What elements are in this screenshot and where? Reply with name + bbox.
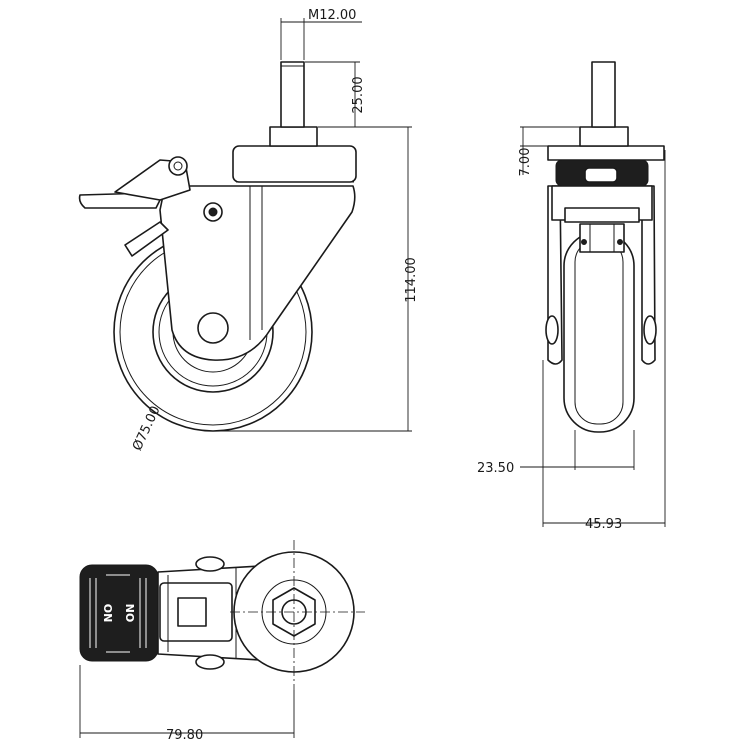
front-view-dimensions: 7.00 23.50 45.93	[477, 126, 666, 532]
top-view: ON ON	[79, 540, 365, 690]
front-view-top-plate	[547, 145, 665, 161]
front-view	[545, 61, 665, 433]
side-view-fork	[159, 185, 356, 361]
dim-overall-length: 79.80	[166, 728, 203, 743]
dim-wheel-diameter: Ø75.00	[130, 404, 164, 453]
side-view-top-plate	[232, 145, 357, 183]
dim-overall-width: 45.93	[585, 517, 622, 532]
side-view-nut	[269, 126, 318, 147]
dim-stem-length: 25.00	[351, 76, 366, 113]
brake-on-label-mirror: ON	[124, 604, 137, 623]
side-view-axle	[197, 312, 229, 344]
side-view-threaded-stem	[280, 61, 305, 128]
dim-thread: M12.00	[308, 8, 356, 23]
front-view-nut	[579, 126, 629, 147]
brake-on-label: ON	[101, 604, 114, 623]
front-view-threaded-stem	[591, 61, 616, 128]
dim-top-plate-height: 7.00	[518, 148, 533, 177]
side-view	[78, 61, 357, 432]
top-view-dimensions: 79.80	[79, 665, 295, 743]
side-view-brake-lever	[78, 156, 223, 257]
dim-wheel-width: 23.50	[477, 461, 514, 476]
dim-overall-height: 114.00	[404, 257, 419, 303]
